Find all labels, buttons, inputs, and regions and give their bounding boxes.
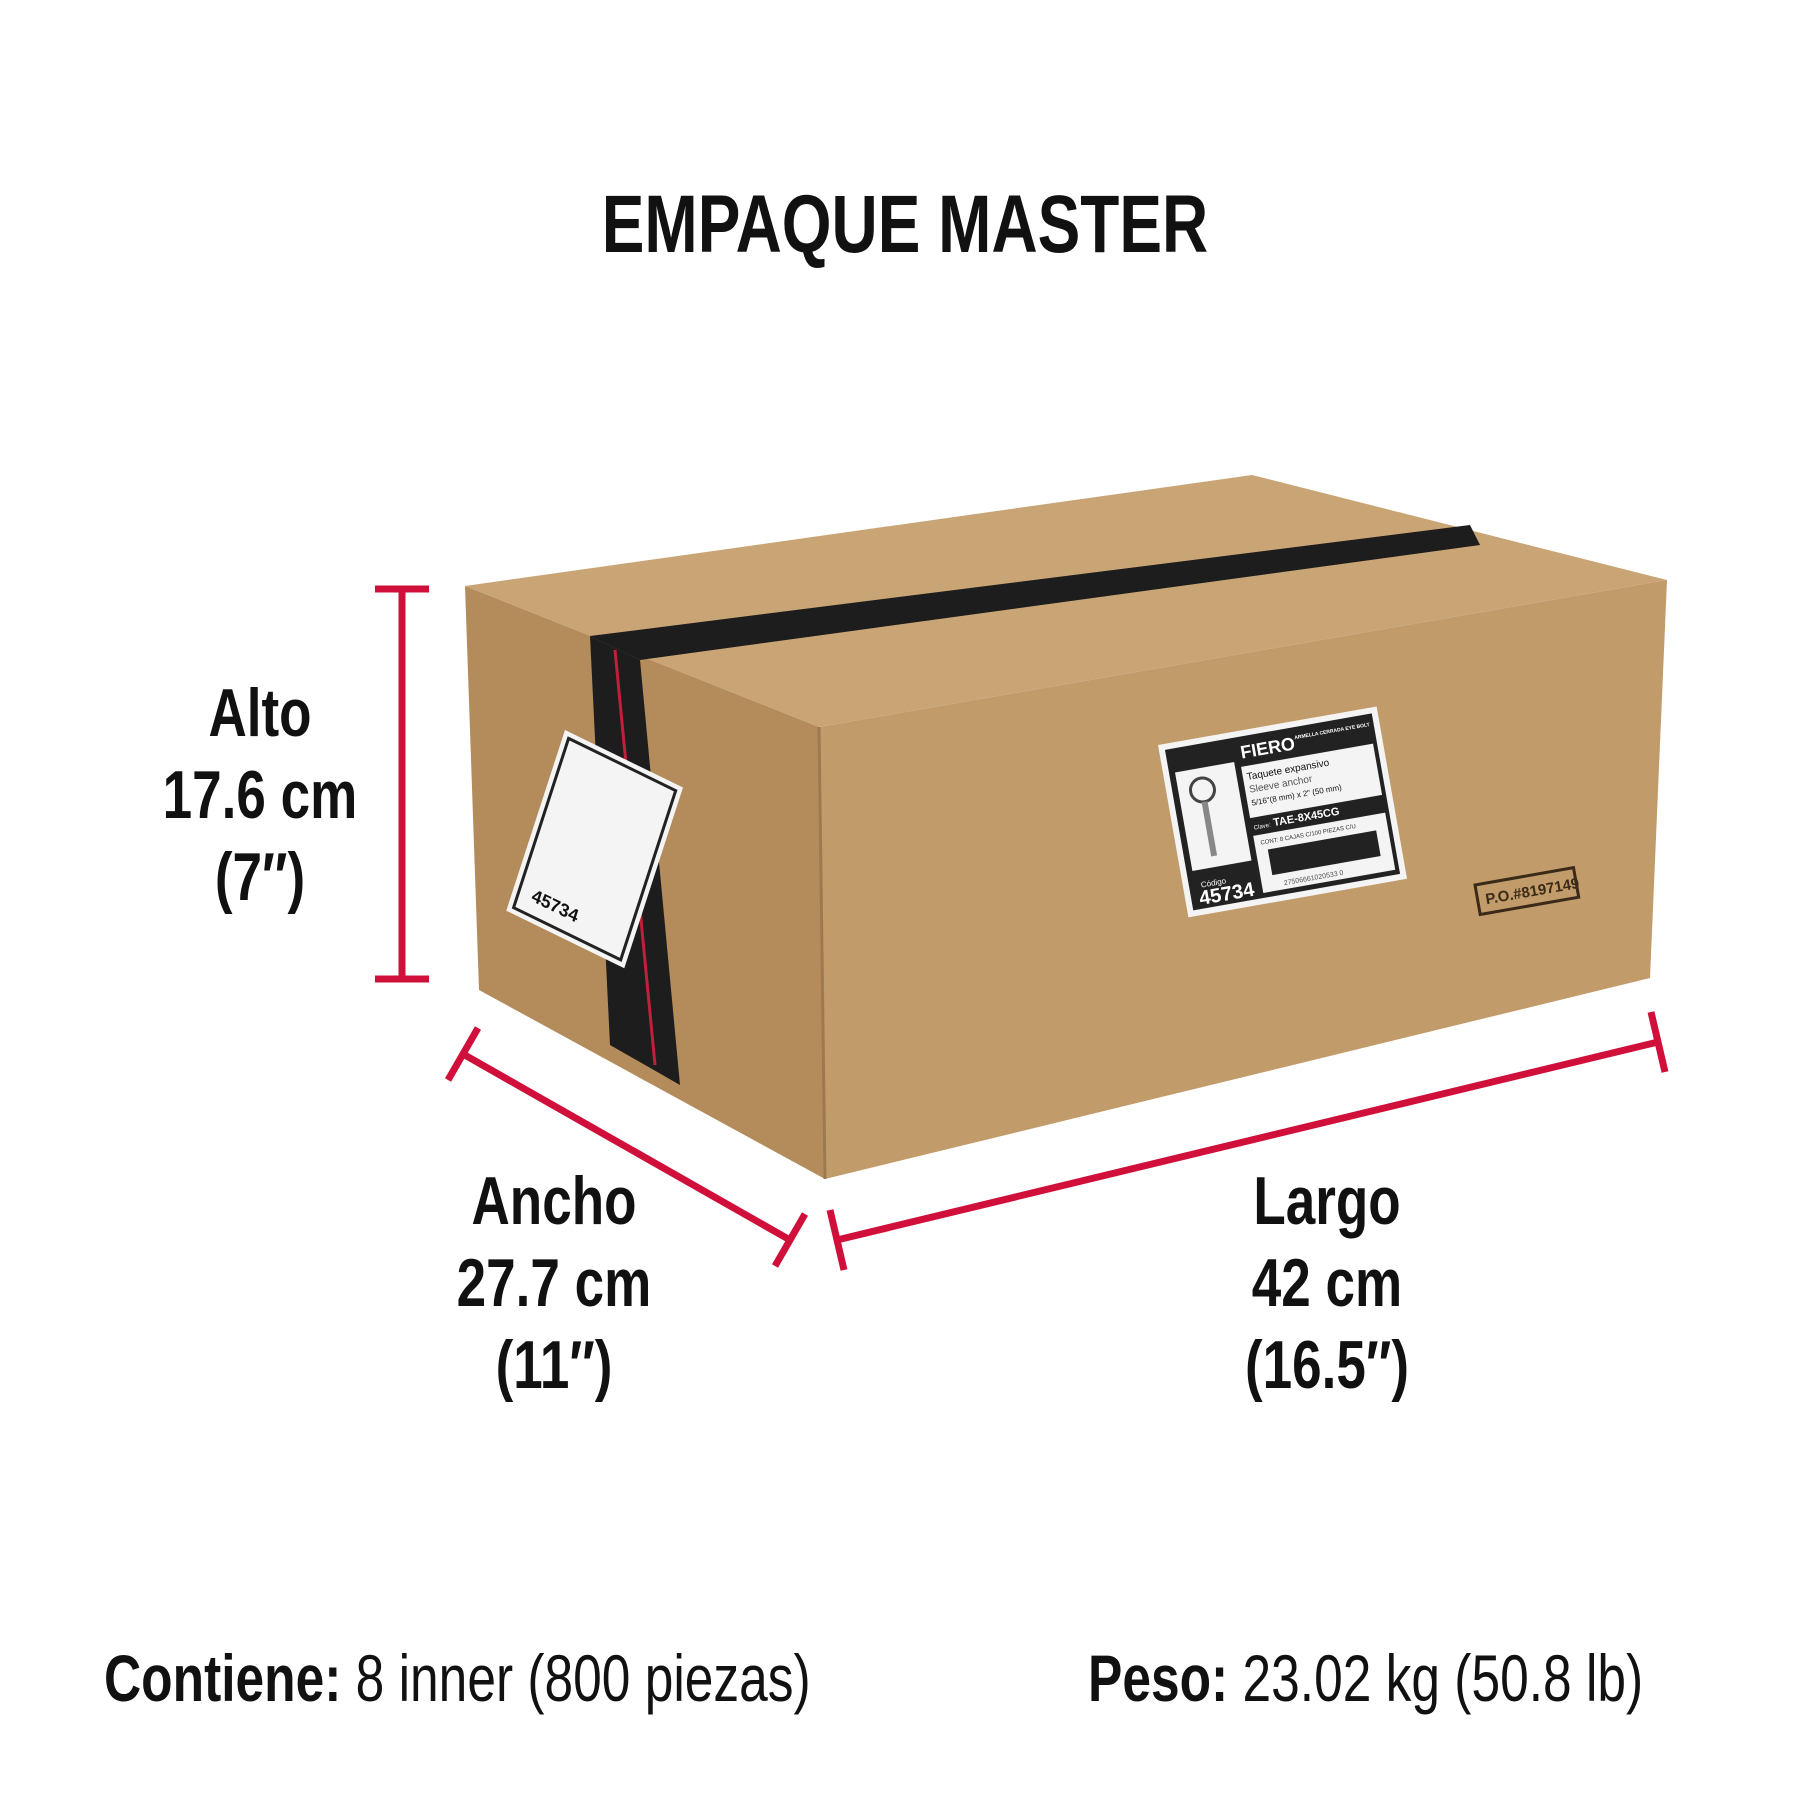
- largo-label: Largo: [1253, 1163, 1401, 1239]
- alto-label: Alto: [208, 675, 312, 751]
- largo-dimension-label: Largo 42 cm (16.5″): [1245, 1160, 1409, 1406]
- label-codigo-caption: Código: [1200, 876, 1227, 889]
- contents-label: Contiene:: [104, 1641, 342, 1715]
- front-product-label: FIERO ARMELLA CERRADA EYE BOLT Taquete e…: [1158, 706, 1408, 918]
- label-clave-caption: Clave:: [1253, 823, 1271, 832]
- largo-imperial: (16.5″): [1245, 1327, 1409, 1403]
- contents-info: Contiene: 8 inner (800 piezas): [104, 1640, 811, 1716]
- page-title: EMPAQUE MASTER: [601, 179, 1209, 270]
- ancho-label: Ancho: [471, 1163, 637, 1239]
- ancho-metric: 27.7 cm: [456, 1245, 652, 1321]
- weight-label: Peso:: [1088, 1641, 1229, 1715]
- alto-imperial: (7″): [214, 839, 306, 915]
- packing-tape: [590, 525, 1480, 660]
- largo-metric: 42 cm: [1251, 1245, 1403, 1321]
- weight-value: 23.02 kg (50.8 lb): [1242, 1641, 1644, 1715]
- ancho-imperial: (11″): [495, 1327, 613, 1403]
- weight-info: Peso: 23.02 kg (50.8 lb): [1088, 1640, 1643, 1716]
- alto-metric: 17.6 cm: [162, 757, 358, 833]
- ancho-dimension-label: Ancho 27.7 cm (11″): [457, 1160, 652, 1406]
- alto-dimension-label: Alto 17.6 cm (7″): [163, 672, 358, 918]
- contents-value: 8 inner (800 piezas): [355, 1641, 811, 1715]
- barcode: [1267, 830, 1381, 876]
- largo-dimension-line: [826, 1011, 1669, 1271]
- ancho-dimension-line: [444, 1026, 809, 1268]
- side-product-label: 45734: [506, 730, 683, 969]
- alto-dimension-line: [375, 585, 429, 983]
